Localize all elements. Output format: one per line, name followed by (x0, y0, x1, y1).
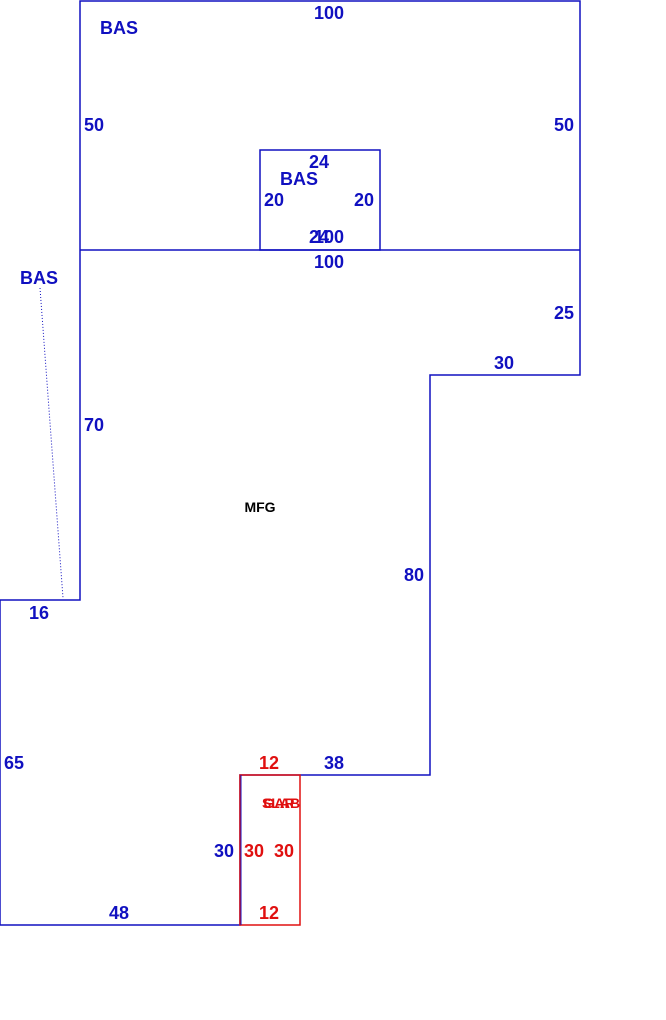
mfg-outline (0, 250, 581, 926)
dim-inner-left-20: 20 (264, 190, 284, 210)
bas-top-label: BAS (100, 18, 138, 38)
shed-label-1: GAR (263, 795, 294, 811)
shed-rect (239, 774, 301, 926)
dim-mid-100a: 100 (314, 227, 344, 247)
dim-right-25: 25 (554, 303, 574, 323)
shed-label-2: SLAB (262, 795, 300, 811)
dim-shed-left-30: 30 (214, 841, 234, 861)
dim-right-80: 80 (404, 565, 424, 585)
bas-left-leader (39, 287, 64, 599)
dim-right-50: 50 (554, 115, 574, 135)
dim-inner-bottom-24: 24 (309, 227, 329, 247)
dim-inner-right-20: 20 (354, 190, 374, 210)
bas-inner-rect (259, 149, 381, 251)
dim-left-50: 50 (84, 115, 104, 135)
dim-inner-top-24: 24 (309, 152, 329, 172)
dim-red-top-12: 12 (259, 753, 279, 773)
dim-bottom-48: 48 (109, 903, 129, 923)
dim-top-100: 100 (314, 3, 344, 23)
dim-step-38: 38 (324, 753, 344, 773)
bas-left-label: BAS (20, 268, 58, 288)
dim-red-bottom-12: 12 (259, 903, 279, 923)
dim-left-65: 65 (4, 753, 24, 773)
dim-step-16: 16 (29, 603, 49, 623)
mfg-label: MFG (244, 499, 275, 515)
bas-top-outline (79, 0, 581, 250)
bas-inner-label: BAS (280, 169, 318, 189)
dim-red-left-30: 30 (244, 841, 264, 861)
dim-mid-100b: 100 (314, 252, 344, 272)
dim-left-70: 70 (84, 415, 104, 435)
dim-step-30: 30 (494, 353, 514, 373)
dim-red-right-30: 30 (274, 841, 294, 861)
